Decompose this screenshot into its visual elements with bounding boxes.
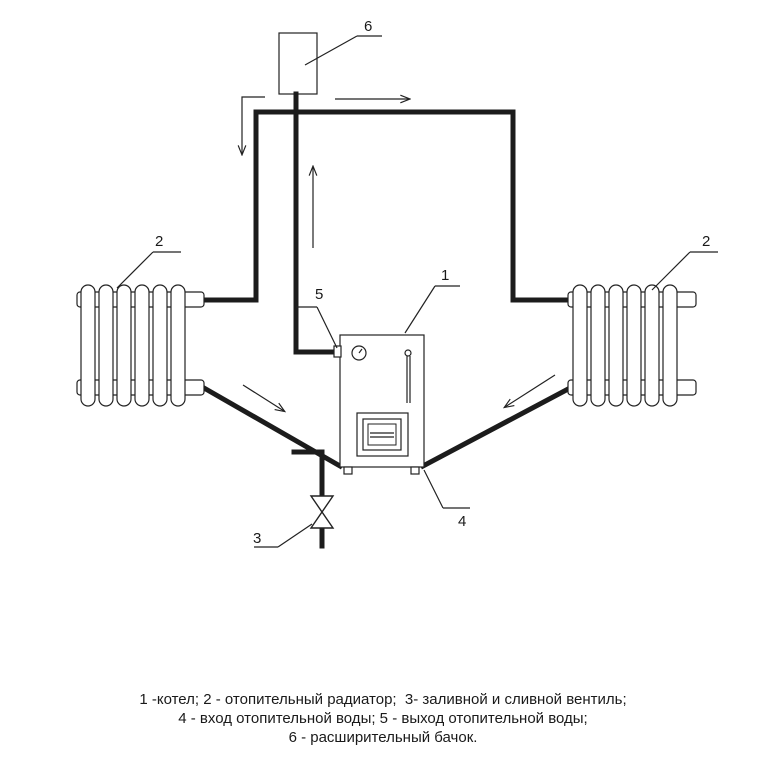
drain-valve (309, 495, 335, 529)
boiler (333, 285, 460, 475)
label-inlet: 4 (458, 513, 466, 530)
label-tank: 6 (364, 18, 372, 35)
radiator-right (567, 251, 718, 407)
legend-line-1: 1 -котел; 2 - отопительный радиатор; 3- … (139, 691, 627, 708)
flow-arrows (242, 97, 556, 411)
thermometer-icon (404, 349, 412, 357)
pipes (200, 91, 574, 549)
label-radiator-right: 2 (702, 233, 710, 250)
legend-line-2: 4 - вход отопительной воды; 5 - выход от… (178, 710, 588, 727)
radiator-left (76, 251, 205, 407)
expansion-tank (278, 32, 382, 95)
label-outlet: 5 (315, 286, 323, 303)
label-boiler: 1 (441, 267, 449, 284)
leaders (254, 306, 470, 548)
label-valve: 3 (253, 530, 261, 547)
legend: 1 -котел; 2 - отопительный радиатор; 3- … (0, 690, 766, 747)
label-radiator-left: 2 (155, 233, 163, 250)
legend-line-3: 6 - расширительный бачок. (288, 729, 478, 746)
